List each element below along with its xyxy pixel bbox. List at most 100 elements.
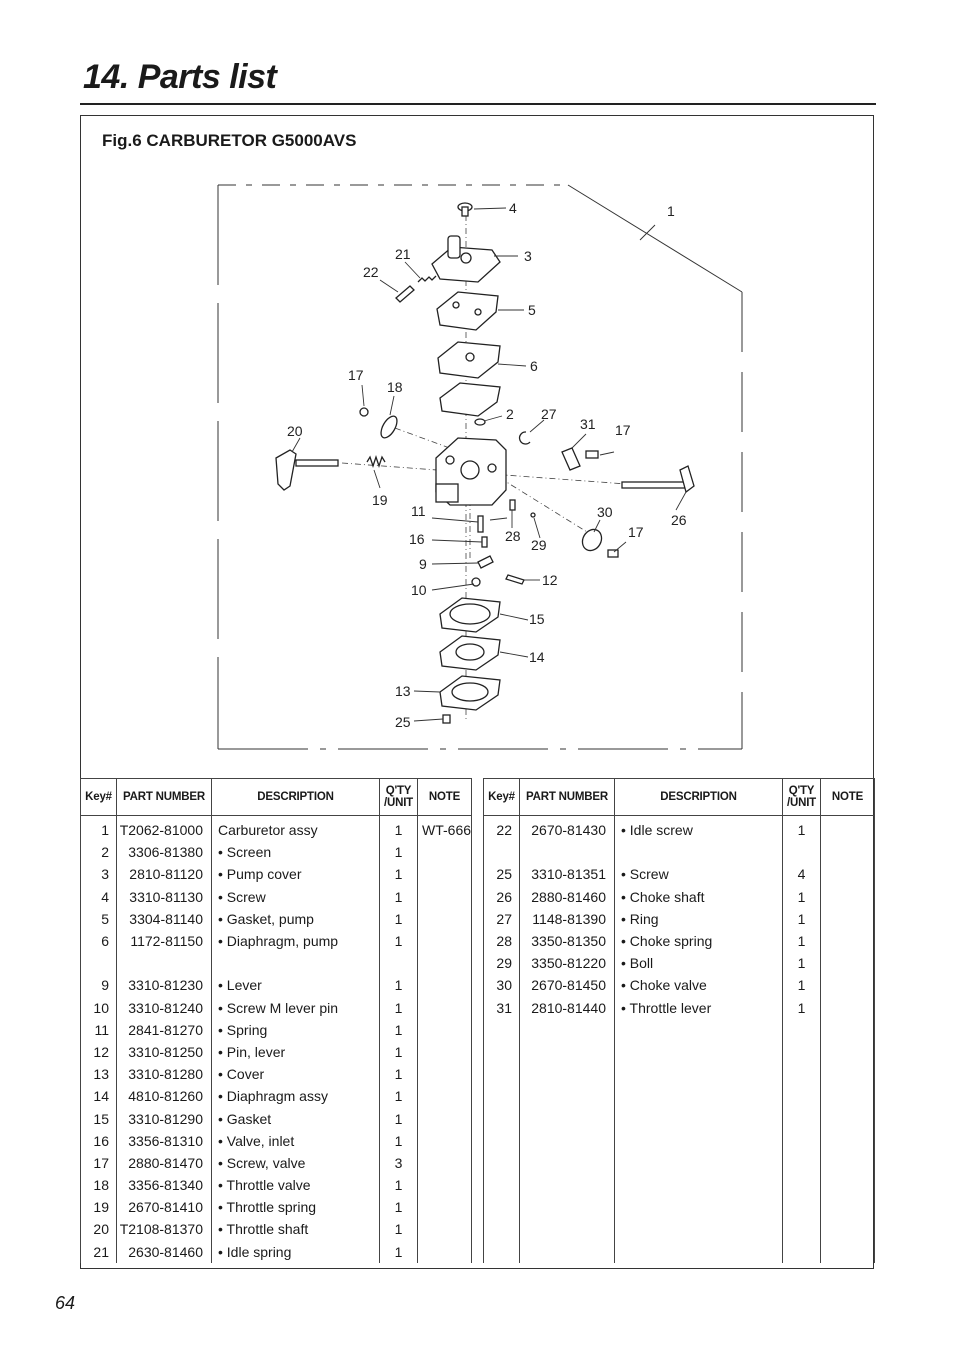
qty-cell: 1 (782, 974, 821, 997)
key-cell: 14 (80, 1085, 117, 1108)
col-header-note: NOTE (820, 778, 875, 816)
note-cell (417, 1129, 472, 1152)
qty-line1: Q'TY (788, 785, 815, 797)
note-cell (820, 1107, 875, 1130)
key-cell (483, 1151, 520, 1174)
note-cell (820, 1196, 875, 1219)
table-row (483, 1196, 875, 1219)
part-number-cell (519, 1174, 615, 1197)
part-number-cell (519, 1040, 615, 1064)
qty-cell (782, 1063, 821, 1086)
key-cell: 10 (80, 996, 117, 1019)
key-cell: 13 (80, 1063, 117, 1086)
col-header-description: DESCRIPTION (614, 778, 783, 816)
description-cell: • Pin, lever (211, 1040, 380, 1064)
table-row (483, 1040, 875, 1064)
key-cell (483, 841, 520, 864)
note-cell (820, 1151, 875, 1174)
part-number-cell: 3310-81230 (116, 974, 212, 997)
qty-cell: 1 (782, 952, 821, 975)
note-cell (820, 1063, 875, 1086)
qty-cell: 1 (379, 974, 418, 997)
part-number-cell: 3350-81350 (519, 929, 615, 953)
note-cell (417, 885, 472, 908)
table-header-row: Key# PART NUMBER DESCRIPTION Q'TY/UNIT N… (483, 778, 875, 816)
part-number-cell: T2062-81000 (116, 815, 212, 842)
table-row (483, 1085, 875, 1108)
table-row (80, 952, 472, 975)
part-number-cell (519, 1218, 615, 1241)
description-cell: • Lever (211, 974, 380, 997)
note-cell (417, 929, 472, 953)
note-cell (820, 1040, 875, 1064)
col-header-description: DESCRIPTION (211, 778, 380, 816)
qty-cell: 4 (782, 863, 821, 886)
description-cell (614, 1151, 783, 1174)
note-cell (417, 1018, 472, 1041)
key-cell: 16 (80, 1129, 117, 1152)
description-cell (614, 1018, 783, 1041)
description-cell: • Gasket, pump (211, 907, 380, 930)
note-cell (417, 1151, 472, 1174)
qty-cell (782, 1018, 821, 1041)
part-number-cell: 2810-81440 (519, 996, 615, 1019)
description-cell (614, 1107, 783, 1130)
qty-cell (782, 1240, 821, 1263)
description-cell (614, 1085, 783, 1108)
note-cell (417, 1218, 472, 1241)
key-cell: 3 (80, 863, 117, 886)
col-header-key: Key# (80, 778, 117, 816)
qty-line2: /UNIT (383, 797, 414, 809)
qty-cell: 1 (379, 1107, 418, 1130)
key-cell: 30 (483, 974, 520, 997)
part-number-cell: 2841-81270 (116, 1018, 212, 1041)
col-header-part-number: PART NUMBER (519, 778, 615, 816)
description-cell (614, 1040, 783, 1064)
title-rule (80, 103, 876, 105)
qty-cell: 1 (782, 815, 821, 842)
parts-table-left: Key# PART NUMBER DESCRIPTION Q'TY/UNIT N… (80, 778, 472, 1263)
description-cell: • Throttle lever (614, 996, 783, 1019)
table-row (483, 1218, 875, 1241)
qty-cell: 1 (379, 1018, 418, 1041)
qty-cell: 1 (379, 885, 418, 908)
note-cell: WT-666 (417, 815, 472, 842)
table-row (483, 841, 875, 864)
description-cell: • Screw (614, 863, 783, 886)
key-cell: 2 (80, 841, 117, 864)
qty-cell (782, 1085, 821, 1108)
key-cell (483, 1018, 520, 1041)
key-cell: 21 (80, 1240, 117, 1263)
note-cell (820, 1174, 875, 1197)
qty-cell: 1 (379, 1129, 418, 1152)
note-cell (820, 1218, 875, 1241)
key-cell (483, 1085, 520, 1108)
description-cell: • Ring (614, 907, 783, 930)
note-cell (820, 996, 875, 1019)
part-number-cell (519, 1063, 615, 1086)
description-cell: • Pump cover (211, 863, 380, 886)
key-cell: 15 (80, 1107, 117, 1130)
part-number-cell (519, 1151, 615, 1174)
qty-cell: 1 (379, 1063, 418, 1086)
table-row (483, 1107, 875, 1130)
table-row (483, 1174, 875, 1197)
description-cell: • Diaphragm assy (211, 1085, 380, 1108)
part-number-cell: 3356-81340 (116, 1174, 212, 1197)
